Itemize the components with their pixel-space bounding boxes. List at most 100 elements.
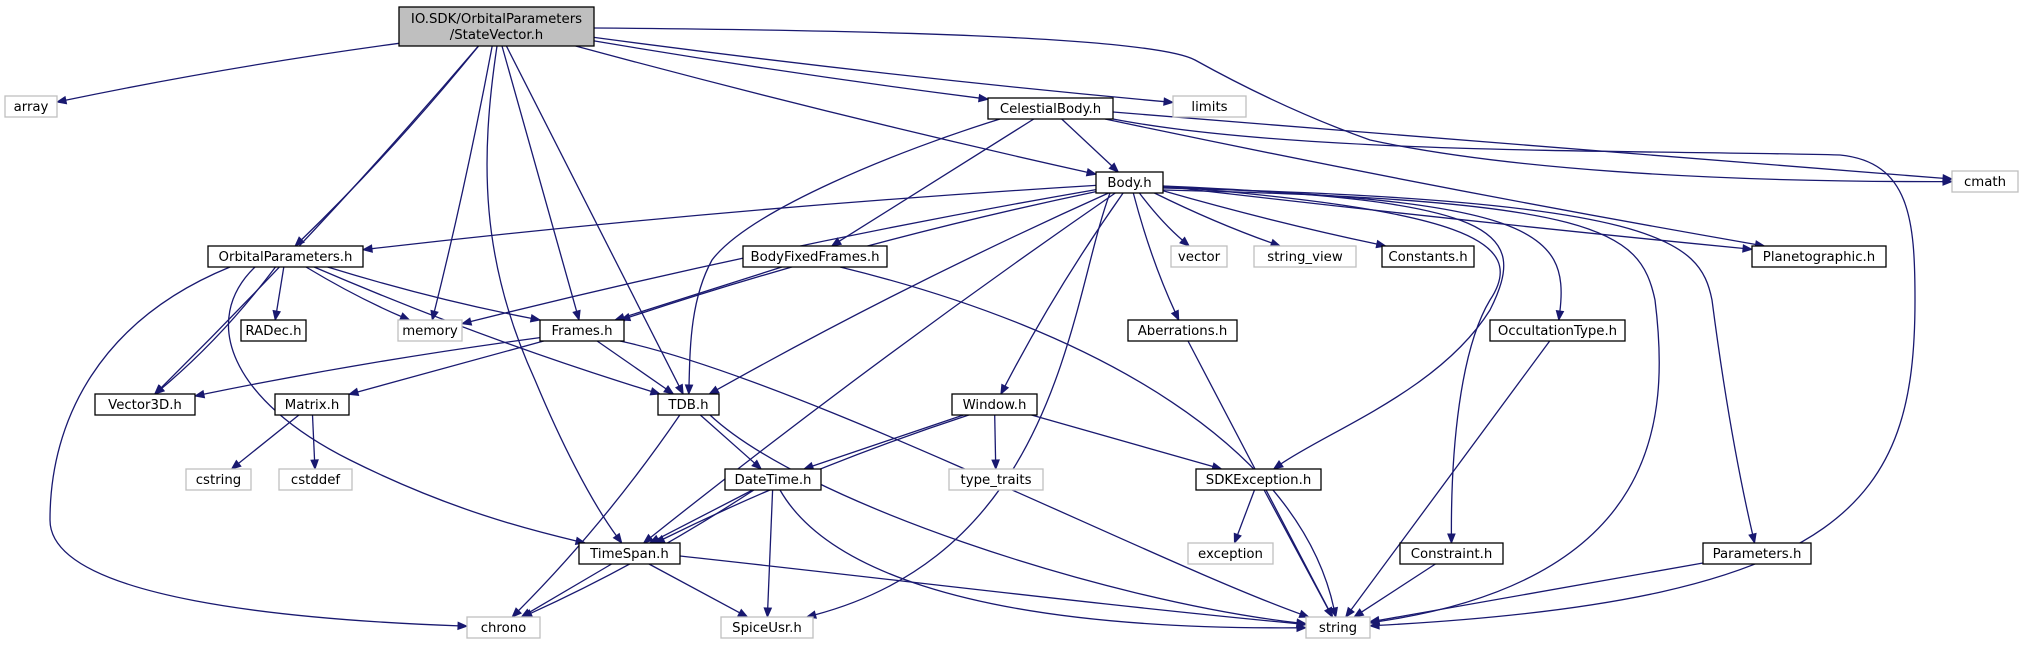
arrowhead-body-to-aberrations [1170,309,1180,322]
node-frames[interactable]: Frames.h [539,319,625,342]
arrowhead-matrix-to-cstddef [310,459,319,471]
node-label: Planetographic.h [1763,250,1875,265]
arrowhead-occultation-type-to-string [1344,606,1355,619]
edge-line [1031,414,1214,468]
edge-body-fixed-frames-to-frames [613,266,783,322]
node-orbital-parameters[interactable]: OrbitalParameters.h [207,245,364,268]
edge-body-to-constraint [1162,185,1501,545]
node-sdk-exception[interactable]: SDKException.h [1195,468,1322,491]
node-box [398,6,595,47]
nodes-layer: IO.SDK/OrbitalParameters/StateVector.h ar… [4,6,2019,639]
edge-occultation-type-to-string [1344,340,1551,619]
arrowhead-state-vector-to-body [1085,167,1098,177]
node-label: CelestialBody.h [1000,102,1101,117]
node-box [1951,170,2019,193]
node-window[interactable]: Window.h [951,393,1038,416]
node-string: string [1305,616,1371,639]
arrowhead-tdb-to-datetime [751,459,763,470]
node-planetographic[interactable]: Planetographic.h [1751,245,1887,268]
edge-state-vector-to-vector3d [153,45,479,395]
edge-line [49,266,460,627]
node-cstddef: cstddef [278,468,353,491]
node-label: Window.h [963,398,1027,413]
edge-line [356,340,544,393]
edge-line [160,266,277,390]
edge-sdk-exception-to-exception [1233,489,1256,545]
node-body-fixed-frames[interactable]: BodyFixedFrames.h [742,245,888,268]
node-box [539,319,625,342]
node-aberrations[interactable]: Aberrations.h [1127,319,1238,342]
node-label: cstddef [291,473,341,488]
edge-line [160,45,479,389]
arrowhead-aberrations-to-string [1324,606,1334,619]
edge-line [1236,489,1256,536]
edge-line [1112,111,1945,180]
edge-celestial-body-to-cmath [1112,111,1954,183]
node-label: RADec.h [245,324,301,339]
edge-state-vector-to-timespan [486,45,623,545]
node-datetime[interactable]: DateTime.h [724,468,822,491]
node-label: TDB.h [667,398,708,413]
edge-state-vector-to-tdb [505,45,684,396]
node-label: SpiceUsr.h [732,621,802,636]
edge-state-vector-to-limits [593,36,1175,106]
node-state-vector[interactable]: IO.SDK/OrbitalParameters/StateVector.h [398,6,595,47]
node-label: cmath [1964,175,2006,190]
edge-line [517,414,681,612]
edge-line [814,192,1111,616]
arrowhead-timespan-to-spice-usr [737,608,749,618]
edge-line [715,192,1109,391]
arrowhead-celestial-body-to-tdb [684,384,694,396]
edge-line [1162,190,1378,245]
node-celestial-body[interactable]: CelestialBody.h [987,97,1114,120]
node-cstring: cstring [185,468,252,491]
node-constants[interactable]: Constants.h [1381,245,1475,268]
edge-celestial-body-to-body-fixed-frames [830,118,1035,247]
edge-body-to-sdk-exception [1162,185,1505,470]
node-vector3d[interactable]: Vector3D.h [94,393,196,416]
node-box [1751,245,1887,268]
node-label: type_traits [960,473,1031,488]
node-body[interactable]: Body.h [1095,171,1164,194]
edge-line [227,266,578,542]
arrowhead-orbital-parameters-to-tdb [649,387,662,396]
edge-orbital-parameters-to-tdb [313,266,662,396]
arrowhead-body-to-constraint [1447,533,1456,545]
node-box [1172,95,1247,118]
edge-line [1132,192,1176,313]
edge-line [64,42,400,102]
node-matrix[interactable]: Matrix.h [274,393,350,416]
edge-body-to-aberrations [1132,192,1180,322]
edge-line [1377,562,1704,622]
node-constraint[interactable]: Constraint.h [1399,542,1504,565]
node-radec[interactable]: RADec.h [240,319,307,342]
node-box [987,97,1114,120]
node-box [951,393,1038,416]
edge-celestial-body-to-body [1061,118,1120,173]
node-label: memory [402,324,458,339]
node-box [94,393,196,416]
edge-body-to-timespan [642,192,1116,544]
node-box [1187,542,1274,565]
node-box [185,468,252,491]
arrowhead-constraint-to-string [1352,608,1365,618]
edge-line [596,340,668,390]
arrowhead-datetime-to-spice-usr [763,607,773,619]
edge-body-to-parameters [1162,187,1757,545]
edge-state-vector-to-array [55,42,400,105]
edge-line [839,266,1335,610]
arrowhead-body-to-occultation-type [1555,310,1565,322]
edge-datetime-to-spice-usr [763,489,774,619]
node-occultation-type[interactable]: OccultationType.h [1489,319,1626,342]
edge-line [622,266,783,319]
edge-line [1360,563,1436,614]
node-label: array [14,100,49,115]
node-exception: exception [1187,542,1274,565]
edge-line [838,118,1035,243]
node-parameters[interactable]: Parameters.h [1702,542,1812,565]
node-tdb[interactable]: TDB.h [657,393,720,416]
node-label: chrono [481,621,527,636]
edge-orbital-parameters-to-memory [305,266,411,321]
edge-state-vector-to-cmath [593,27,1954,186]
node-timespan[interactable]: TimeSpan.h [578,542,681,565]
